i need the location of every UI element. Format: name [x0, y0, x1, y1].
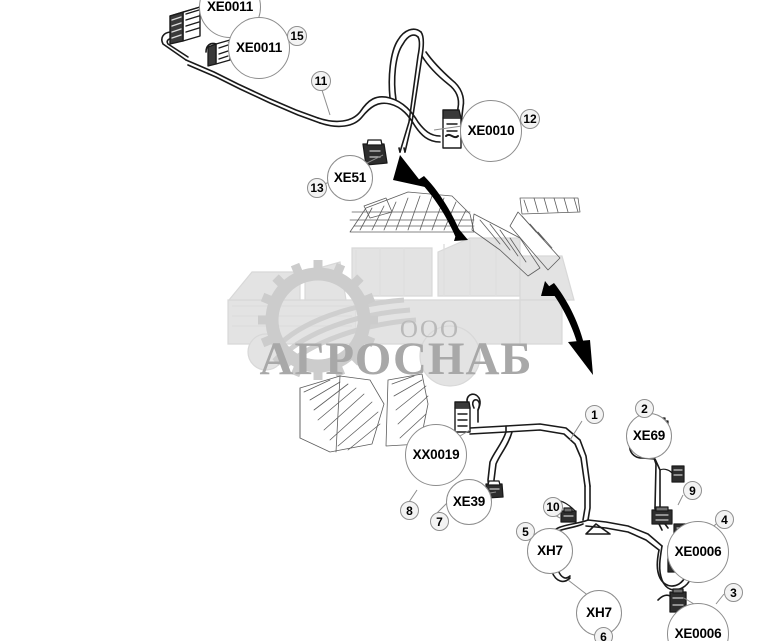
- callout-label: 11: [314, 74, 328, 88]
- watermark-company-form: ООО: [400, 316, 460, 343]
- callout-number-12[interactable]: 12: [520, 109, 540, 129]
- callout-label: 1: [591, 407, 598, 422]
- callout-number-10[interactable]: 10: [543, 497, 563, 517]
- callout-number-4[interactable]: 4: [715, 510, 734, 529]
- callout-label: XE69: [632, 428, 666, 444]
- callout-label: XE0011: [206, 0, 254, 15]
- callout-label: XE39: [452, 494, 486, 510]
- callout-label: 5: [522, 524, 529, 539]
- connector-xe0010: [442, 109, 462, 149]
- callout-number-1[interactable]: 1: [585, 405, 604, 424]
- callout-label: 2: [641, 401, 648, 416]
- leader-11: [320, 86, 331, 116]
- arrow-lower: [541, 281, 593, 375]
- callout-label: 7: [436, 514, 443, 529]
- connector-xe51: [362, 139, 388, 166]
- connector-xe0006-a: [651, 506, 673, 525]
- callout-code-xe51[interactable]: XE51: [327, 155, 373, 201]
- callout-code-xe0006[interactable]: XE0006: [667, 521, 729, 583]
- callout-code-xh7[interactable]: XH7: [527, 528, 573, 574]
- harness-upper: [161, 6, 465, 166]
- leader-9: [677, 494, 684, 506]
- callout-label: 12: [523, 112, 537, 126]
- callout-code-xe0011[interactable]: XE0011: [228, 17, 290, 79]
- callout-number-15[interactable]: 15: [287, 26, 307, 46]
- callout-number-7[interactable]: 7: [430, 512, 449, 531]
- callout-label: 6: [600, 629, 607, 641]
- arrow-upper: [393, 155, 468, 241]
- callout-label: XE0011: [235, 40, 283, 56]
- callout-label: XE0006: [674, 626, 722, 641]
- callout-code-xe0006[interactable]: XE0006: [667, 603, 729, 641]
- leader-1: [569, 420, 583, 441]
- callout-code-xx0019[interactable]: XX0019: [405, 424, 467, 486]
- callout-number-3[interactable]: 3: [724, 583, 743, 602]
- callout-label: XX0019: [412, 447, 460, 463]
- leader-3: [715, 593, 725, 605]
- callout-code-xe39[interactable]: XE39: [446, 479, 492, 525]
- machine-sketch-low: [299, 373, 429, 453]
- callout-label: XE51: [333, 170, 367, 186]
- combine-detail-lines: [232, 239, 497, 344]
- callout-label: 8: [406, 503, 413, 518]
- callout-label: XE0006: [674, 544, 722, 560]
- callout-number-8[interactable]: 8: [400, 501, 419, 520]
- callout-label: XH7: [586, 605, 612, 621]
- callout-number-13[interactable]: 13: [307, 178, 327, 198]
- callout-label: 10: [546, 500, 560, 514]
- watermark-company-name: АГРОСНАБ: [260, 333, 533, 385]
- callout-number-11[interactable]: 11: [311, 71, 331, 91]
- callout-number-5[interactable]: 5: [516, 522, 535, 541]
- callout-code-xe69[interactable]: XE69: [626, 413, 672, 459]
- connector-clip-9: [671, 465, 685, 483]
- callout-label: 9: [689, 483, 696, 498]
- callout-number-9[interactable]: 9: [683, 481, 702, 500]
- leader-xe0010: [433, 125, 463, 131]
- callout-label: 13: [310, 181, 324, 195]
- leader-8: [408, 489, 418, 503]
- callout-code-xe0010[interactable]: XE0010: [460, 100, 522, 162]
- callout-label: XE0010: [467, 123, 515, 139]
- connector-xx0019: [454, 401, 471, 433]
- callout-number-2[interactable]: 2: [635, 399, 654, 418]
- machine-sketch-mid: [349, 191, 581, 277]
- callout-number-6[interactable]: 6: [594, 627, 613, 641]
- connector-clip-10: [560, 507, 577, 523]
- callout-label: 4: [721, 512, 728, 527]
- callout-label: 3: [730, 585, 737, 600]
- leader-7: [436, 502, 448, 514]
- callout-label: 15: [290, 29, 304, 43]
- callout-label: XH7: [537, 543, 563, 559]
- connector-xe0011-large: [169, 6, 201, 45]
